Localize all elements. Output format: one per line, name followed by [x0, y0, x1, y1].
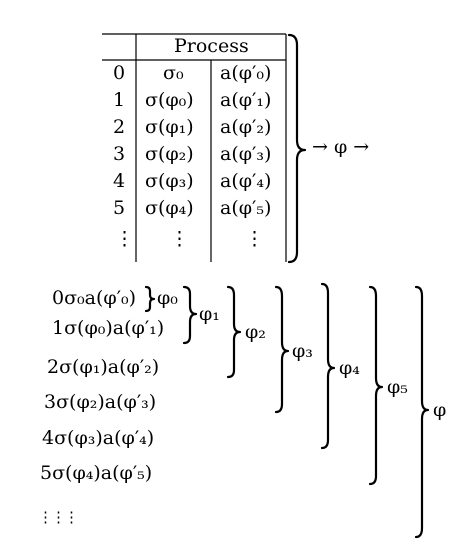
- nest-row: 0σ₀a(φ′₀): [52, 287, 137, 309]
- action-cell: a(φ′₅): [220, 197, 272, 219]
- index-cell: 5: [113, 197, 126, 219]
- index-cell: 0: [113, 62, 126, 84]
- index-cell: 1: [113, 89, 126, 111]
- index-cell: ⋮: [115, 228, 134, 250]
- brace-phi1: [182, 285, 198, 345]
- action-cell: a(φ′₂): [220, 116, 272, 138]
- brace-label-phi3: φ₃: [292, 340, 313, 362]
- nest-row: 3σ(φ₂)a(φ′₃): [44, 391, 157, 413]
- index-cell: 2: [113, 116, 126, 138]
- brace-label-phi: φ: [433, 399, 447, 421]
- nest-row: 5σ(φ₄)a(φ′₅): [40, 462, 153, 484]
- brace-label-phi0: φ₀: [157, 287, 178, 309]
- sigma-cell: σ(φ₀): [145, 89, 194, 111]
- table-brace: [287, 33, 307, 264]
- action-cell: a(φ′₀): [220, 62, 272, 84]
- nest-row: 1σ(φ₀)a(φ′₁): [52, 317, 165, 339]
- action-cell: a(φ′₃): [220, 143, 272, 165]
- brace-phi: [414, 285, 430, 539]
- brace-label-phi4: φ₄: [339, 357, 360, 379]
- brace-label-phi2: φ₂: [245, 321, 266, 343]
- table-header: Process: [174, 35, 249, 57]
- brace-label-phi1: φ₁: [199, 303, 220, 325]
- brace-phi2: [226, 285, 242, 379]
- sigma-cell: σ(φ₃): [145, 170, 194, 192]
- sigma-cell: σ(φ₂): [145, 143, 194, 165]
- index-cell: 3: [113, 143, 126, 165]
- arrow-label: → φ →: [312, 136, 370, 158]
- brace-phi3: [274, 285, 290, 414]
- brace-label-phi5: φ₅: [387, 376, 408, 398]
- brace-phi4: [320, 282, 336, 450]
- index-cell: 4: [113, 170, 126, 192]
- sigma-cell: σ(φ₄): [145, 197, 194, 219]
- nest-row: ⋮⋮⋮: [38, 508, 79, 526]
- nest-row: 2σ(φ₁)a(φ′₂): [47, 356, 160, 378]
- sigma-cell: ⋮: [170, 228, 189, 250]
- action-cell: ⋮: [245, 228, 264, 250]
- action-cell: a(φ′₄): [220, 170, 272, 192]
- nest-row: 4σ(φ₃)a(φ′₄): [42, 427, 155, 449]
- brace-phi0: [144, 285, 156, 313]
- action-cell: a(φ′₁): [220, 89, 272, 111]
- brace-phi5: [368, 285, 384, 486]
- sigma-cell: σ(φ₁): [145, 116, 194, 138]
- sigma-cell: σ₀: [163, 62, 184, 84]
